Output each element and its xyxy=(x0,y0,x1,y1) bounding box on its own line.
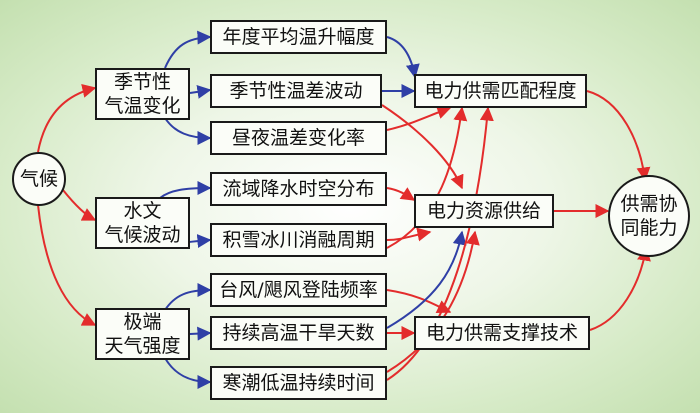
arrow-climate-to-seasonal xyxy=(37,84,97,153)
arrow-seasonaldiff-to-supply xyxy=(381,104,464,190)
arrow-climate-to-extreme xyxy=(37,204,97,326)
arrow-basin-to-supply xyxy=(386,187,416,201)
node-typhoon-frequency: 台风/飓风登陆频率 xyxy=(210,273,387,307)
arrow-climate-to-hydro xyxy=(62,189,97,221)
node-cold-wave-duration: 寒潮低温持续时间 xyxy=(210,366,387,400)
arrow-support-to-coord xyxy=(589,246,651,331)
arrow-match-to-coord xyxy=(586,90,651,182)
node-seasonal-temp: 季节性 气温变化 xyxy=(95,68,190,120)
node-extreme-weather: 极端 天气强度 xyxy=(95,308,190,360)
arrow-seasonal-to-seasonaldiff xyxy=(189,84,212,99)
arrow-extreme-to-cold xyxy=(164,357,212,389)
node-coordination-capacity: 供需协 同能力 xyxy=(608,175,690,257)
node-support-technology: 电力供需支撑技术 xyxy=(414,316,590,350)
node-climate: 气候 xyxy=(12,152,66,206)
node-diurnal-change: 昼夜温差变化率 xyxy=(210,121,387,155)
arrow-hydro-to-basin xyxy=(159,181,212,199)
node-annual-temp-rise: 年度平均温升幅度 xyxy=(210,20,387,54)
arrow-heat-to-supply xyxy=(386,230,467,329)
node-seasonal-temp-diff: 季节性温差波动 xyxy=(210,74,382,108)
arrow-extreme-to-typhoon xyxy=(164,283,212,311)
node-heat-drought-days: 持续高温干旱天数 xyxy=(210,316,387,350)
arrow-cold-to-supply xyxy=(386,230,480,373)
arrow-extreme-to-heat xyxy=(189,326,212,341)
arrow-snow-to-match xyxy=(386,106,468,249)
arrow-diurnal-to-match xyxy=(386,105,452,131)
arrow-cold-to-match xyxy=(386,106,494,381)
arrow-seasonal-to-annual xyxy=(164,30,212,69)
arrow-typhoon-to-support xyxy=(386,289,452,314)
node-basin-precipitation: 流域降水时空分布 xyxy=(210,172,387,206)
node-power-supply: 电力资源供给 xyxy=(414,194,554,228)
arrow-snow-to-supply xyxy=(386,227,432,242)
node-supply-demand-match: 电力供需匹配程度 xyxy=(414,74,587,108)
node-snow-glacier-melt: 积雪冰川消融周期 xyxy=(210,223,387,257)
node-hydro-climate: 水文 气候波动 xyxy=(95,197,190,249)
arrow-annual-to-match xyxy=(386,36,420,79)
arrow-seasonal-to-diurnal xyxy=(164,117,212,145)
